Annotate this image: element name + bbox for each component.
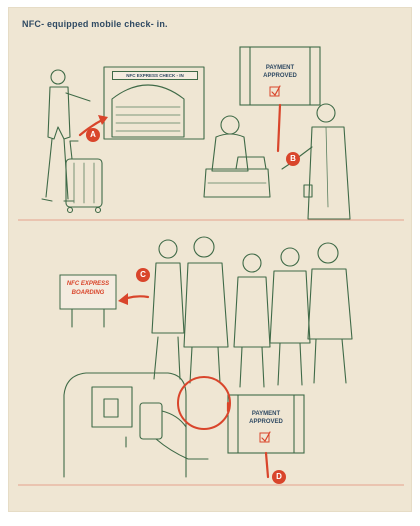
badge-a: A (86, 128, 100, 142)
scene-c-attendant (151, 239, 185, 380)
scene-d-phone (139, 402, 209, 460)
scene-c-passengers (183, 236, 353, 388)
payment-approved-line1-d: PAYMENT (251, 411, 281, 417)
payment-approved-line1-b: PAYMENT (265, 65, 295, 71)
badge-d: D (272, 470, 286, 484)
scene-b-clerk (203, 115, 271, 198)
illustration-poster: NFC- equipped mobile check- in. (8, 7, 412, 512)
scene-a-traveler (41, 69, 103, 214)
payment-approved-line2-d: APPROVED (249, 419, 283, 425)
scene-b-customer (281, 103, 351, 220)
boarding-sign-line1: NFC EXPRESS (66, 281, 110, 287)
illustration-art (18, 46, 404, 486)
poster-title: NFC- equipped mobile check- in. (22, 19, 168, 29)
scene-c-sign (59, 274, 117, 328)
scene-a-kiosk (103, 66, 205, 140)
boarding-sign-line2: BOARDING (71, 290, 105, 296)
badge-c: C (136, 268, 150, 282)
kiosk-sign-text: NFC EXPRESS CHECK - IN (112, 71, 198, 80)
scene-d-reader (63, 372, 187, 478)
scene-d-screen (227, 394, 305, 454)
badge-b: B (286, 152, 300, 166)
payment-approved-line2-b: APPROVED (263, 73, 297, 79)
